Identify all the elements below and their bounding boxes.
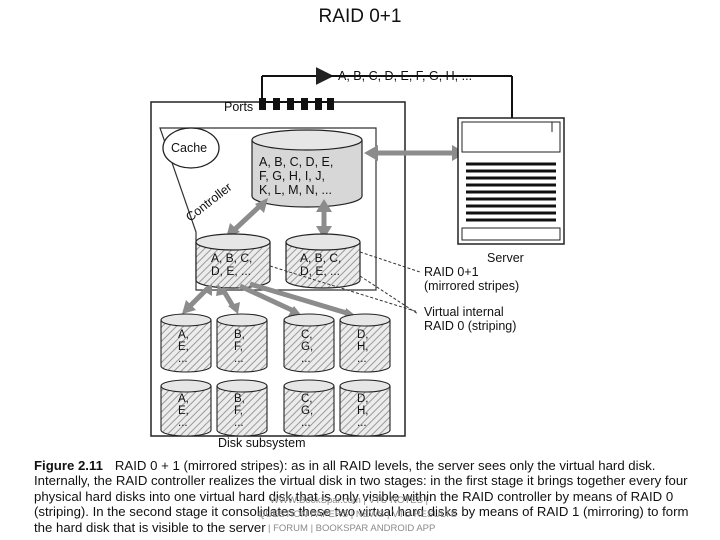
virtual-disk-main-line-3: K, L, M, N, ...	[259, 183, 332, 197]
pd8-line-3: ...	[357, 417, 367, 429]
pd4-line-3: ...	[357, 353, 367, 365]
stripe-arrows	[186, 281, 351, 317]
figure-number: Figure 2.11	[34, 458, 103, 473]
pd3-line-3: ...	[301, 353, 311, 365]
striping-label-line-2: RAID 0 (striping)	[424, 319, 516, 333]
watermark-line-1: WWW.BookSpar.com | VTU NOTES |	[270, 495, 429, 506]
physical-disk-row-top: A, E, ... B, F, ... C, G, ...	[160, 313, 391, 373]
pd5-line-1: A,	[178, 393, 189, 405]
watermark-line-3: | FORUM | BOOKSPAR ANDROID APP	[268, 523, 436, 534]
figure-caption-text: RAID 0 + 1 (mirrored stripes): as in all…	[34, 458, 689, 535]
pd5-line-2: E,	[178, 405, 189, 417]
pd2-line-3: ...	[234, 353, 244, 365]
pd6-line-3: ...	[234, 417, 244, 429]
pd2-line-1: B,	[234, 329, 245, 341]
striping-label-line-1: Virtual internal	[424, 305, 504, 319]
virtual-disk-left: A, B, C, D, E, ...	[195, 233, 271, 289]
virtual-disk-left-line-2: D, E, ...	[211, 264, 251, 278]
virtual-disk-left-line-1: A, B, C,	[211, 251, 252, 265]
raid01-leader-line	[359, 251, 421, 273]
virtual-disk-right-line-1: A, B, C,	[300, 251, 341, 265]
striping-leader-line-1	[269, 265, 419, 313]
virtual-disk-main: A, B, C, D, E, F, G, H, I, J, K, L, M, N…	[251, 129, 363, 208]
physical-disk-2: B, F, ...	[216, 313, 268, 373]
slide-title: RAID 0+1	[318, 6, 402, 27]
physical-disk-5: A, E, ...	[160, 379, 212, 437]
cache-circle	[162, 127, 220, 169]
pd8-line-2: H,	[357, 405, 369, 417]
ports-label: Ports	[224, 100, 253, 114]
pd6-line-1: B,	[234, 393, 245, 405]
virtual-disk-right-line-2: D, E, ...	[300, 264, 340, 278]
port-connectors	[259, 98, 334, 110]
pd8-line-1: D,	[357, 393, 369, 405]
server-label: Server	[487, 251, 524, 265]
server-link-head-left	[364, 145, 378, 161]
pd7-line-3: ...	[301, 417, 311, 429]
pd7-line-2: G,	[301, 405, 313, 417]
virtual-disk-main-line-2: F, G, H, I, J,	[259, 169, 325, 183]
mirror-arrow-left-head-a	[255, 198, 268, 213]
pd4-line-2: H,	[357, 341, 369, 353]
raid01-label-line-2: (mirrored stripes)	[424, 279, 519, 293]
pd1-line-2: E,	[178, 341, 189, 353]
pd2-line-2: F,	[234, 341, 243, 353]
controller-outline	[159, 127, 377, 291]
pd1-line-1: A,	[178, 329, 189, 341]
physical-disk-1: A, E, ...	[160, 313, 212, 373]
raid01-label-line-1: RAID 0+1	[424, 265, 479, 279]
physical-disk-row-bottom: A, E, ... B, F, ... C, G, ...	[160, 379, 391, 437]
pd4-line-1: D,	[357, 329, 369, 341]
disk-subsystem-label: Disk subsystem	[218, 436, 306, 450]
pd5-line-3: ...	[178, 417, 188, 429]
pd7-line-1: C,	[301, 393, 313, 405]
striping-leader-line-2	[359, 275, 419, 315]
server-icon	[457, 117, 565, 245]
mirror-arrow-right-head-b	[316, 226, 332, 239]
physical-disk-8: D, H, ...	[339, 379, 391, 437]
virtual-disk-right: A, B, C, D, E, ...	[285, 233, 361, 289]
watermark-line-2: QUESTION PAPERS | NEWS | VTU RESULTS	[258, 509, 457, 520]
cache-label: Cache	[171, 141, 207, 155]
physical-disk-7: C, G, ...	[283, 379, 335, 437]
physical-disk-4: D, H, ...	[339, 313, 391, 373]
virtual-disk-main-line-1: A, B, C, D, E,	[259, 155, 333, 169]
physical-disk-6: B, F, ...	[216, 379, 268, 437]
pd6-line-2: F,	[234, 405, 243, 417]
mirror-arrow-right-head-a	[316, 199, 332, 212]
pd3-line-2: G,	[301, 341, 313, 353]
pd3-line-1: C,	[301, 329, 313, 341]
physical-disk-3: C, G, ...	[283, 313, 335, 373]
pd1-line-3: ...	[178, 353, 188, 365]
mirror-arrow-left	[230, 202, 264, 234]
